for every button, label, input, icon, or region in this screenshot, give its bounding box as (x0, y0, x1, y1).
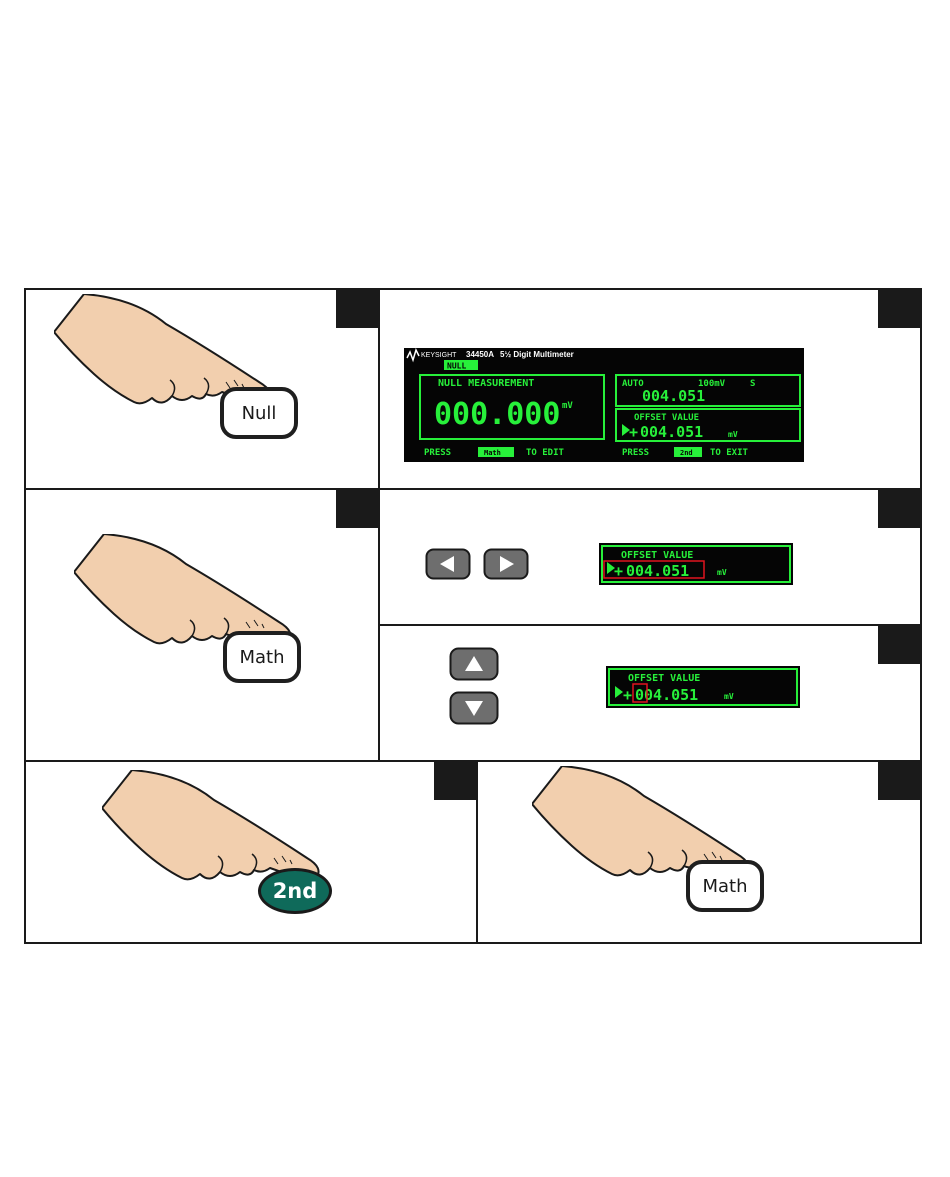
second-key-label: 2nd (273, 879, 318, 903)
step-number-tab (878, 626, 920, 664)
left-title: NULL MEASUREMENT (438, 378, 534, 389)
null-key[interactable]: Null (220, 387, 298, 439)
right-footer-key: 2nd (680, 449, 693, 457)
model-text: 34450A (466, 350, 494, 359)
digit-offset-sign: + (623, 686, 632, 704)
arrow-left-icon[interactable] (425, 548, 471, 580)
step-exit-panel: Math (476, 760, 922, 944)
math-key[interactable]: Math (223, 631, 301, 683)
step-digit-panel: OFFSET VALUE + 004.051 mV (378, 624, 922, 762)
step-cursor-panel: OFFSET VALUE + 004.051 mV (378, 488, 922, 626)
arrow-right-icon[interactable] (483, 548, 529, 580)
brand-text: KEYSIGHT (421, 352, 457, 359)
arrow-down-icon[interactable] (449, 691, 499, 725)
speed-text: S (750, 379, 755, 389)
second-key[interactable]: 2nd (258, 868, 332, 914)
step-number-tab (878, 290, 920, 328)
reading-value: 000.000 (434, 397, 560, 432)
step-second-panel: 2nd (24, 760, 478, 944)
left-footer-action: TO EDIT (526, 448, 565, 458)
null-annunciator: NULL (447, 362, 466, 371)
step-math-panel: Math (24, 488, 380, 762)
digit-offset-title: OFFSET VALUE (628, 673, 700, 684)
null-key-label: Null (242, 403, 277, 424)
offset-title: OFFSET VALUE (634, 413, 699, 423)
mode-text: AUTO (622, 379, 644, 389)
reading-unit: mV (562, 401, 573, 411)
cursor-offset-title: OFFSET VALUE (621, 550, 693, 561)
step-display-panel: KEYSIGHT 34450A 5½ Digit Multimeter NULL… (378, 288, 922, 490)
offset-value: 004.051 (640, 423, 703, 441)
offset-lcd-cursor: OFFSET VALUE + 004.051 mV (599, 543, 793, 585)
right-footer-action: TO EXIT (710, 448, 749, 458)
multimeter-display: KEYSIGHT 34450A 5½ Digit Multimeter NULL… (404, 348, 804, 462)
cursor-offset-unit: mV (717, 568, 727, 577)
step-number-tab (878, 762, 920, 800)
right-footer-press: PRESS (622, 448, 649, 458)
offset-lcd-digit: OFFSET VALUE + 004.051 mV (606, 666, 800, 708)
math-exit-key[interactable]: Math (686, 860, 764, 912)
math-key-label: Math (239, 647, 284, 668)
left-footer-press: PRESS (424, 448, 451, 458)
math-exit-key-label: Math (702, 876, 747, 897)
description-text: 5½ Digit Multimeter (500, 350, 574, 359)
top-value: 004.051 (642, 387, 705, 405)
left-footer-key: Math (484, 449, 501, 457)
step-null-panel: Null (24, 288, 380, 490)
offset-unit: mV (728, 430, 738, 439)
step-number-tab (336, 290, 378, 328)
digit-offset-unit: mV (724, 692, 734, 701)
step-number-tab (336, 490, 378, 528)
step-number-tab (878, 490, 920, 528)
offset-sign: + (629, 423, 638, 441)
step-number-tab (434, 762, 476, 800)
arrow-up-icon[interactable] (449, 647, 499, 681)
